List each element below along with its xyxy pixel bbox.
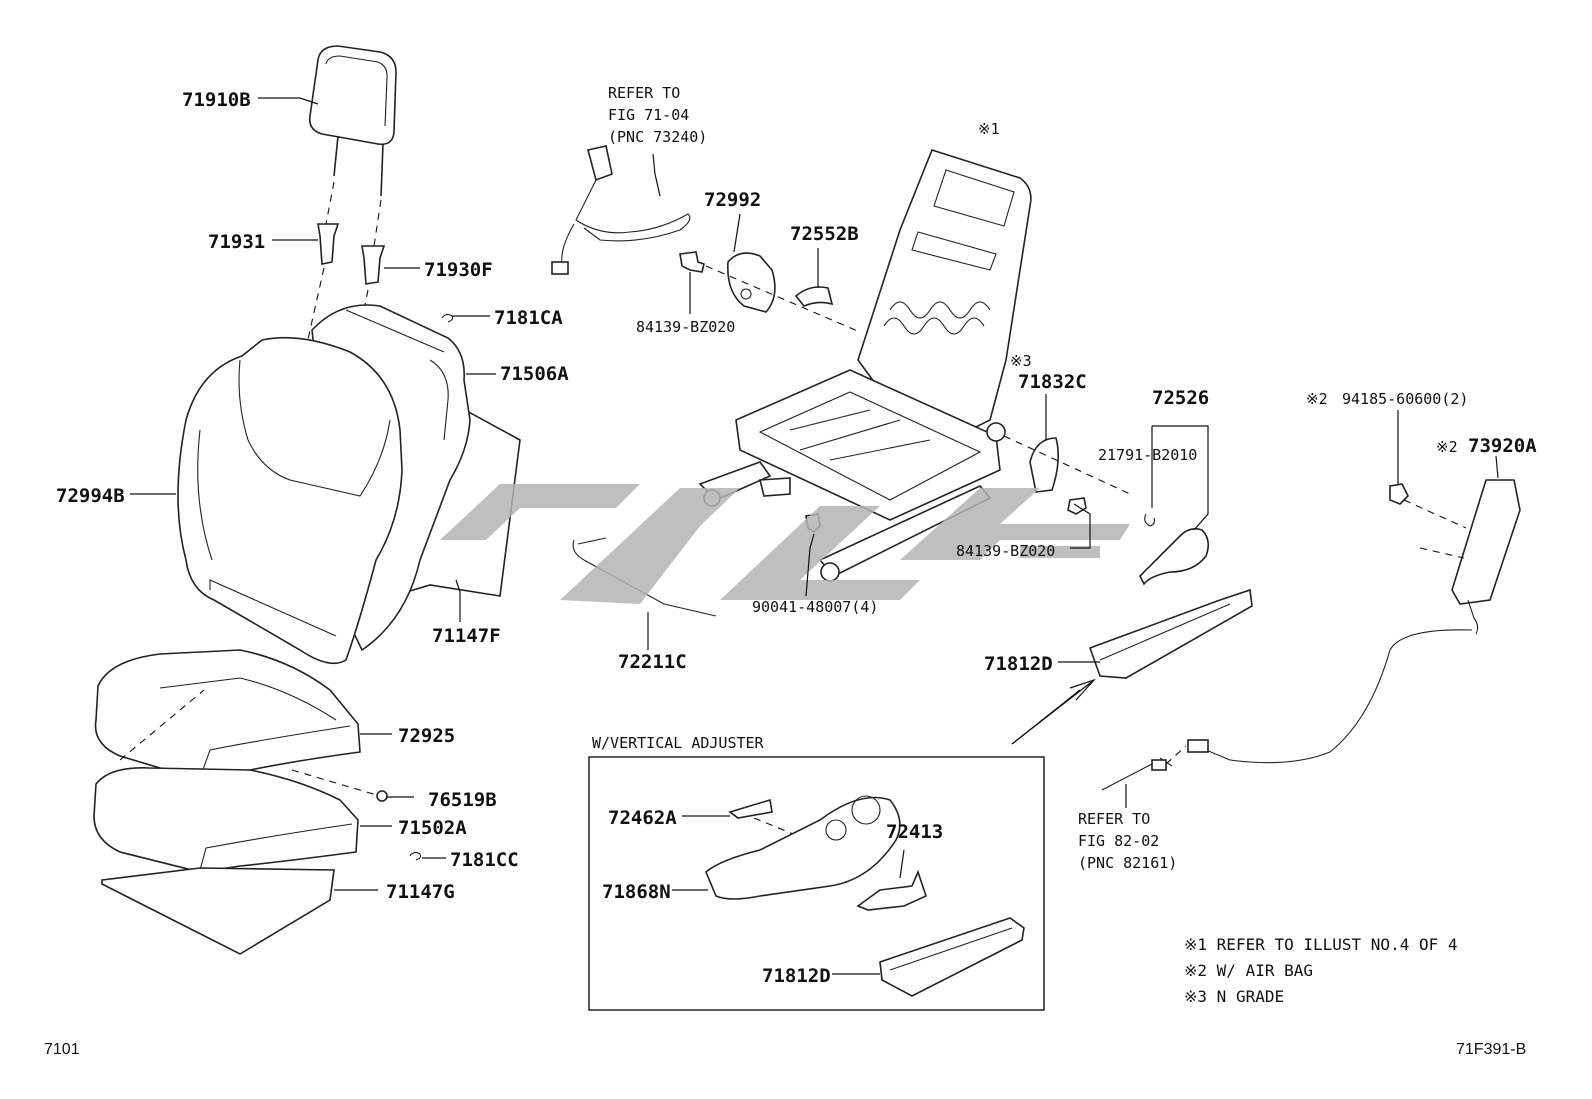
adjuster-cover-drawing bbox=[728, 798, 773, 819]
seat-belt-buckle-drawing bbox=[551, 145, 691, 275]
cushion-shield-drawing bbox=[101, 867, 335, 955]
reclining-cover-drawing bbox=[727, 252, 776, 313]
hog-ring-lower-icon bbox=[409, 851, 422, 861]
label-support-guide-left: 71931 bbox=[208, 231, 265, 253]
label-recliner-bolt-left: 84139-BZ020 bbox=[636, 318, 735, 336]
grey-brand-logo-icon bbox=[440, 484, 1130, 604]
label-adjuster-cover: 72462A bbox=[608, 807, 677, 829]
mark-grade: ※3 bbox=[1010, 352, 1032, 370]
label-back-frame-cap: 72552B bbox=[790, 223, 859, 245]
label-inset-side-shield: 71812D bbox=[762, 965, 831, 987]
label-cushion-shield: 71147G bbox=[386, 881, 455, 903]
support-guide-right-drawing bbox=[361, 245, 386, 285]
label-hog-ring-upper: 7181CA bbox=[494, 307, 563, 329]
label-lever-clip: 21791-B2010 bbox=[1098, 446, 1197, 464]
label-support-guide-right: 71930F bbox=[424, 259, 493, 281]
label-headrest: 71910B bbox=[182, 89, 251, 111]
label-cushion-pad: 71502A bbox=[398, 817, 467, 839]
mark-frame: ※1 bbox=[978, 120, 1000, 138]
label-adjuster-shield: 71868N bbox=[602, 881, 671, 903]
lever-clip-icon bbox=[1144, 513, 1156, 527]
vertical-adjuster-inset bbox=[588, 756, 1045, 1011]
headrest-drawing bbox=[308, 45, 397, 247]
label-airbag-nut: 94185-60600(2) bbox=[1342, 390, 1468, 408]
note-1: ※1 REFER TO ILLUST NO.4 OF 4 bbox=[1184, 935, 1458, 954]
refer-harness-line2: FIG 82-02 bbox=[1078, 832, 1159, 850]
label-cushion-cover: 72925 bbox=[398, 725, 455, 747]
side-shield-drawing bbox=[1088, 588, 1253, 679]
label-hog-ring-lower: 7181CC bbox=[450, 849, 519, 871]
seat-frame-drawing bbox=[698, 149, 1032, 582]
airbag-drawing bbox=[1101, 479, 1521, 791]
inset-side-shield-drawing bbox=[879, 917, 1025, 997]
illustration-id: 71F391-B bbox=[1456, 1041, 1526, 1058]
label-screw: 90041-48007(4) bbox=[752, 598, 878, 616]
label-back-board: 71147F bbox=[432, 625, 501, 647]
label-adjuster-knob: 72413 bbox=[886, 821, 943, 843]
mark-airbag: ※2 bbox=[1436, 438, 1458, 456]
cushion-cover-drawing bbox=[94, 649, 361, 781]
support-guide-left-drawing bbox=[317, 223, 340, 265]
recliner-lever-drawing bbox=[1139, 528, 1210, 586]
adjuster-shield-drawing bbox=[705, 795, 901, 900]
label-recliner-cover-inner: 71832C bbox=[1018, 371, 1087, 393]
back-frame-cap-drawing bbox=[794, 286, 834, 307]
mark-airbag-nut: ※2 bbox=[1306, 390, 1328, 408]
leader-lines bbox=[130, 97, 1499, 975]
seat-back-cover-drawing bbox=[177, 336, 403, 665]
cushion-pad-drawing bbox=[93, 767, 359, 873]
refer-belt-line1: REFER TO bbox=[608, 84, 680, 102]
label-wire-rod: 72211C bbox=[618, 651, 687, 673]
refer-belt-line3: (PNC 73240) bbox=[608, 128, 707, 146]
refer-belt-line2: FIG 71-04 bbox=[608, 106, 689, 124]
note-3: ※3 N GRADE bbox=[1184, 987, 1284, 1006]
recliner-bolt-left-drawing bbox=[679, 251, 705, 273]
label-back-cover: 72994B bbox=[56, 485, 125, 507]
label-back-pad: 71506A bbox=[500, 363, 569, 385]
recliner-cover-inner-drawing bbox=[1029, 437, 1060, 493]
wire-rod-drawing bbox=[572, 537, 717, 617]
adjuster-knob-drawing bbox=[856, 869, 927, 911]
refer-harness-line1: REFER TO bbox=[1078, 810, 1150, 828]
label-cushion-clip: 76519B bbox=[428, 789, 497, 811]
label-side-shield: 71812D bbox=[984, 653, 1053, 675]
inset-title: W/VERTICAL ADJUSTER bbox=[592, 734, 765, 752]
hog-ring-upper-icon bbox=[441, 313, 454, 323]
page-id: 7101 bbox=[44, 1041, 80, 1058]
label-airbag: 73920A bbox=[1468, 435, 1537, 457]
label-reclining-cover: 72992 bbox=[704, 189, 761, 211]
refer-harness-line3: (PNC 82161) bbox=[1078, 854, 1177, 872]
cushion-clip-icon bbox=[376, 790, 388, 802]
note-2: ※2 W/ AIR BAG bbox=[1184, 961, 1313, 980]
label-lever-group: 72526 bbox=[1152, 387, 1209, 409]
label-recliner-bolt-right: 84139-BZ020 bbox=[956, 542, 1055, 560]
